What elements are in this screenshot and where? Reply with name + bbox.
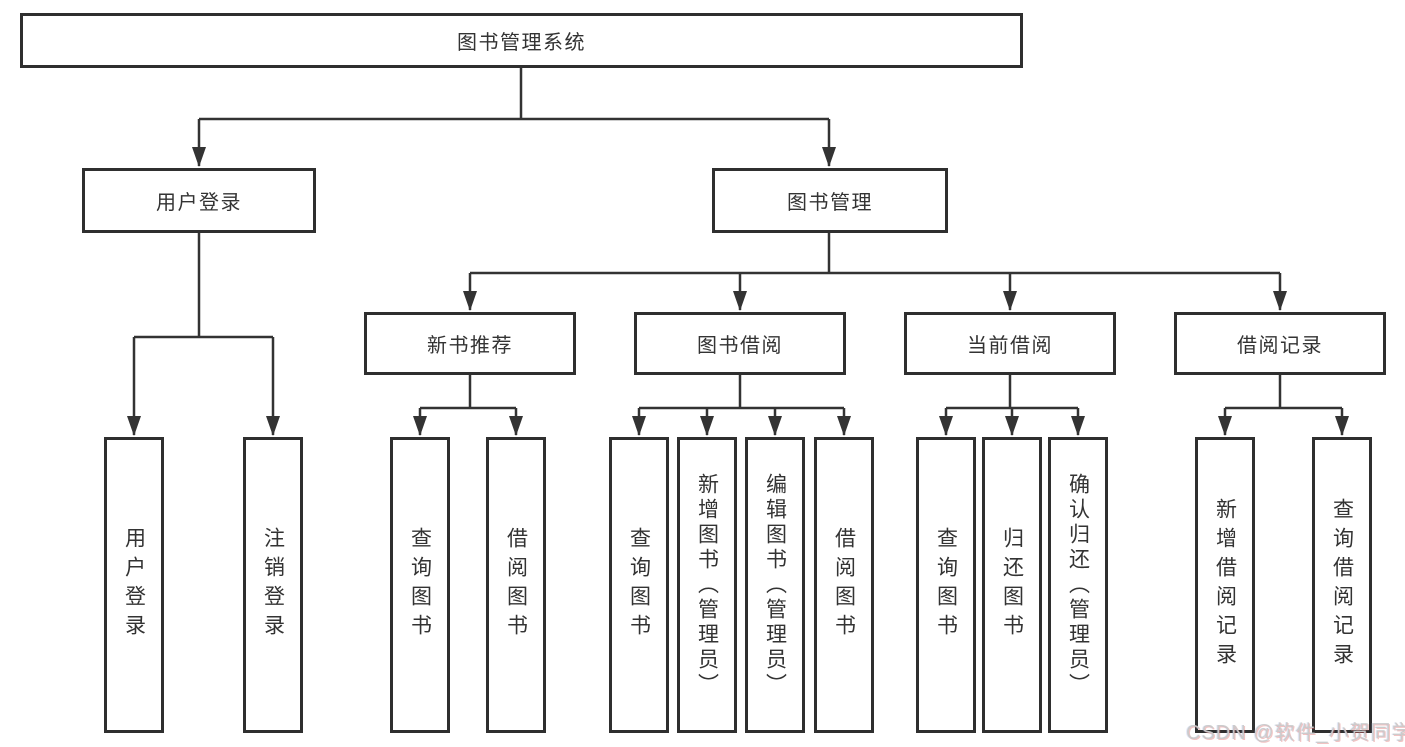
- node-user-login: 用户登录: [82, 168, 316, 233]
- leaf-logout: 注销登录: [243, 437, 303, 733]
- watermark: CSDN @软件_小贺同学: [1186, 722, 1405, 744]
- edge-root-bus: [199, 68, 829, 121]
- node-book-borrow: 图书借阅: [634, 312, 846, 375]
- edge-borrowrecords-bus: [1225, 375, 1342, 410]
- node-book-mgmt: 图书管理: [712, 168, 948, 233]
- edge-newbooks-bus: [420, 375, 516, 410]
- leaf-br-query-record: 查询借阅记录: [1312, 437, 1372, 733]
- edge-bookborrow-bus: [639, 375, 844, 410]
- leaf-nb-borrow-books: 借阅图书: [486, 437, 546, 733]
- edge-bookmgmt-bus: [470, 233, 1280, 275]
- node-current-borrow: 当前借阅: [904, 312, 1116, 375]
- leaf-user-login: 用户登录: [104, 437, 164, 733]
- node-new-books: 新书推荐: [364, 312, 576, 375]
- leaf-bb-add-books-admin: 新增图书（管理员）: [677, 437, 737, 733]
- leaf-br-add-record: 新增借阅记录: [1195, 437, 1255, 733]
- leaf-bb-query-books: 查询图书: [609, 437, 669, 733]
- leaf-cb-return-books: 归还图书: [982, 437, 1042, 733]
- node-root: 图书管理系统: [20, 13, 1023, 68]
- edge-userlogin-bus: [134, 233, 273, 339]
- leaf-bb-borrow-books: 借阅图书: [814, 437, 874, 733]
- edge-currentborrow-bus: [946, 375, 1078, 410]
- leaf-cb-confirm-return-admin: 确认归还（管理员）: [1048, 437, 1108, 733]
- leaf-cb-query-books: 查询图书: [916, 437, 976, 733]
- node-borrow-records: 借阅记录: [1174, 312, 1386, 375]
- leaf-bb-edit-books-admin: 编辑图书（管理员）: [745, 437, 805, 733]
- leaf-nb-query-books: 查询图书: [390, 437, 450, 733]
